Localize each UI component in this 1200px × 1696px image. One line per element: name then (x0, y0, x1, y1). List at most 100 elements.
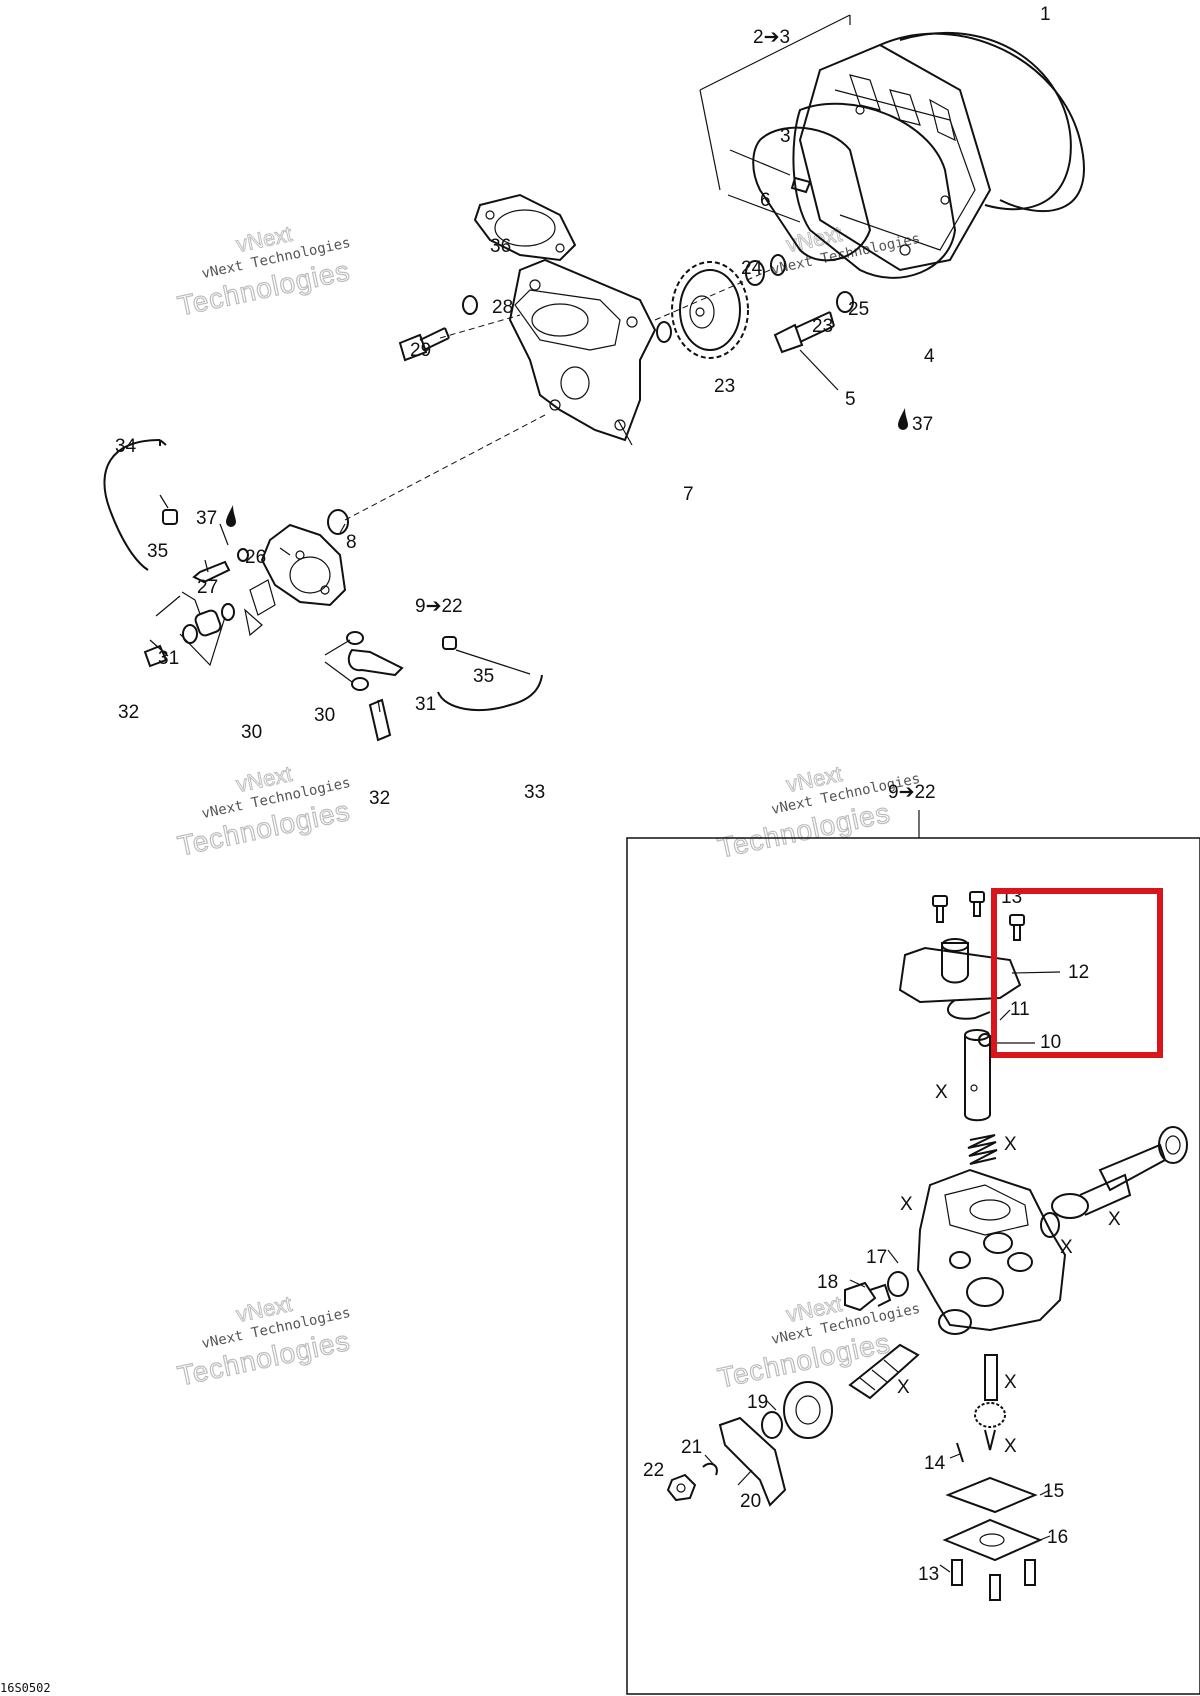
screw-part-13 (969, 891, 985, 917)
callout-34: 34 (115, 436, 137, 457)
callout-29: 29 (410, 340, 431, 361)
figure-reference: 16S0502 (0, 1681, 51, 1695)
seal-ring-part-1 (899, 31, 1072, 211)
callout-26: 26 (245, 547, 266, 568)
callout-3: 3 (780, 126, 791, 147)
washer-part-23 (745, 260, 765, 286)
callout-37b: 37 (912, 414, 933, 435)
callout-30a: 30 (314, 705, 335, 726)
callout-19: 19 (747, 1392, 768, 1413)
callout-11: 11 (1010, 999, 1030, 1020)
callout-18: 18 (817, 1272, 838, 1293)
screw-part-13 (951, 1559, 963, 1586)
banjo-part-31 (181, 591, 201, 615)
washer-part-4 (836, 291, 854, 313)
dowel-pin-part (790, 176, 812, 194)
callout-9-to-22-top: 9➔22 (415, 596, 463, 617)
screw-part-13 (1009, 914, 1025, 941)
callout-7: 7 (683, 484, 694, 505)
callout-37-oil: 37 (898, 408, 933, 435)
check-valve-part (1040, 1126, 1188, 1238)
callout-17: 17 (866, 1247, 887, 1268)
x-mark-8: X (1004, 1436, 1017, 1457)
x-mark-6: X (897, 1377, 910, 1398)
callout-28: 28 (492, 297, 513, 318)
banjo-part-31 (347, 648, 404, 677)
washer-part-19 (761, 1411, 783, 1439)
gasket-part-15 (945, 1476, 1038, 1514)
screw-part-5 (773, 311, 835, 354)
callout-27: 27 (197, 577, 218, 598)
watermark: vNext vNext Technologies Technologies (174, 761, 353, 863)
callout-16: 16 (1047, 1527, 1068, 1548)
callout-30b: 30 (241, 722, 262, 743)
screw-part-13 (1024, 1559, 1036, 1586)
gasket-part-3 (752, 126, 872, 262)
watermark: vNext vNext Technologies Technologies (174, 221, 353, 323)
screw-part-29 (398, 327, 450, 362)
pump-housing-part-7 (508, 258, 657, 442)
pin-part-14 (956, 1442, 964, 1463)
highlight-box (991, 888, 1163, 1058)
callout-24: 24 (741, 258, 763, 279)
spacer-part-30 (194, 609, 222, 637)
callout-35b: 35 (473, 666, 494, 687)
washer-part-17 (887, 1271, 909, 1297)
callout-25: 25 (848, 299, 869, 320)
washer-part-30 (351, 677, 369, 691)
callout-23b: 23 (812, 316, 833, 337)
washer-part-30 (182, 624, 198, 644)
washer-part-23 (656, 321, 672, 343)
callout-31b: 31 (415, 694, 436, 715)
washer-part-25 (770, 254, 786, 276)
callout-13b: 13 (918, 1564, 939, 1585)
callout-20: 20 (740, 1491, 761, 1512)
hose-part-33 (437, 674, 543, 712)
plunger-part-10 (964, 1029, 992, 1122)
callout-37a: 37 (196, 508, 217, 529)
callout-8: 8 (346, 532, 357, 553)
spring-part (967, 1134, 998, 1165)
callout-12: 12 (1068, 962, 1089, 983)
callout-5: 5 (845, 389, 856, 410)
callout-37-oil: 37 (196, 505, 236, 529)
assembly-axis (344, 414, 546, 521)
callout-6: 6 (760, 190, 771, 211)
x-mark-7: X (1004, 1372, 1017, 1393)
callout-15: 15 (1043, 1481, 1064, 1502)
washer-part-28 (462, 295, 478, 315)
watermark: vNext vNext Technologies Technologies (174, 1291, 353, 1393)
assembly-axis (654, 269, 771, 321)
washer-part-30 (221, 603, 235, 621)
crankcase-cover-part (798, 32, 1085, 272)
clamp-part-35 (442, 636, 457, 650)
bolt-part-18 (844, 1281, 892, 1312)
cover-part-16 (942, 1518, 1043, 1562)
watermark: vNext vNext Technologies Technologies (714, 761, 921, 865)
x-mark-5: X (1060, 1237, 1073, 1258)
callout-35a: 35 (147, 541, 168, 562)
callout-21: 21 (681, 1437, 702, 1458)
callout-4: 4 (924, 346, 935, 367)
callout-10: 10 (1040, 1032, 1061, 1053)
callout-32a: 32 (118, 702, 139, 723)
cover-plate-part-12 (898, 938, 1022, 1004)
callout-1: 1 (1040, 4, 1051, 25)
drive-gear-part (974, 1354, 1006, 1451)
screw-part-13 (932, 895, 948, 923)
o-ring-part-8 (327, 509, 349, 535)
bolt-part-32 (368, 698, 392, 742)
gasket-part-36 (473, 193, 577, 262)
callout-23a: 23 (714, 376, 735, 397)
x-mark-4: X (1108, 1209, 1121, 1230)
x-mark-2: X (1004, 1134, 1017, 1155)
worm-shaft-part (848, 1343, 920, 1400)
bolt-part-32 (143, 644, 168, 668)
callout-31a: 31 (158, 648, 179, 669)
callout-9-to-22-inset: 9➔22 (888, 782, 936, 803)
callout-2-to-3: 2➔3 (753, 27, 790, 48)
lever-part-20 (718, 1416, 787, 1507)
gear-part-24 (671, 261, 749, 359)
x-mark-3: X (900, 1194, 913, 1215)
